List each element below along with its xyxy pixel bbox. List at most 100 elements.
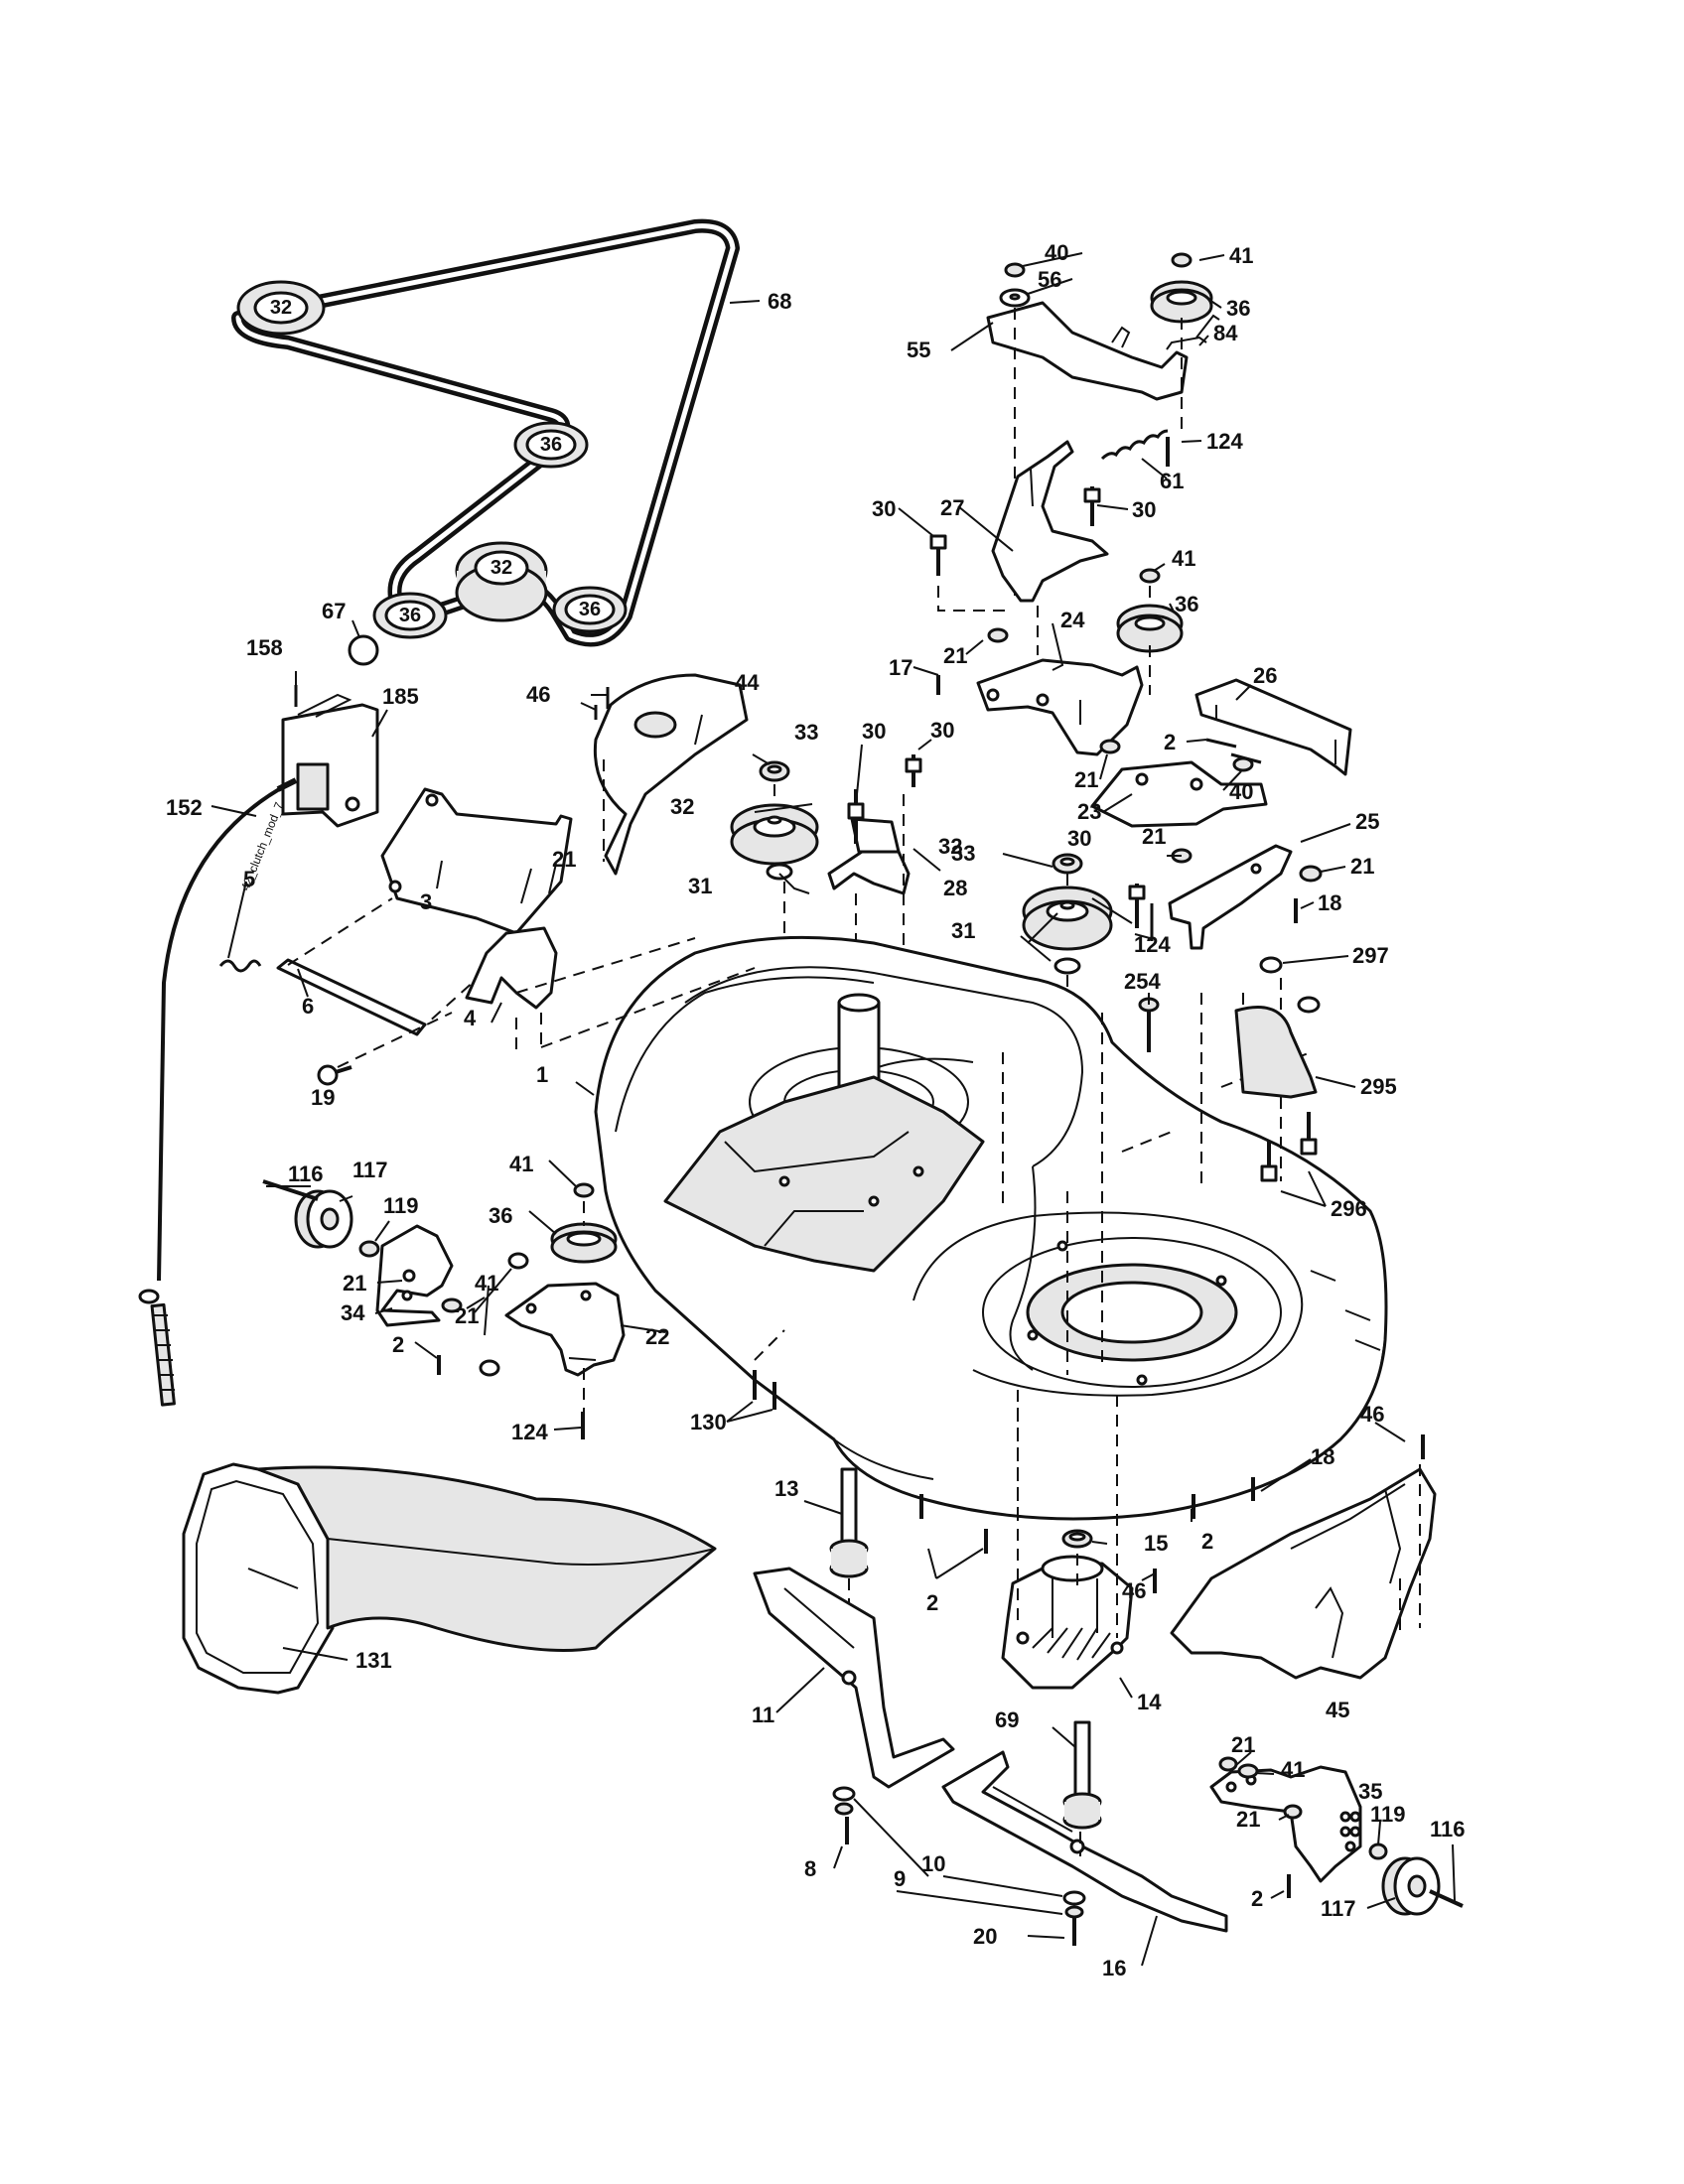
callout-21-c: 21 [1074,767,1098,792]
callout-68: 68 [768,289,791,314]
callout-34: 34 [341,1300,365,1325]
mower-deck-1 [594,935,1388,1521]
belt-pulley-36-upper: 36 [513,421,589,469]
callout-21-g: 21 [455,1303,479,1328]
callout-41-c: 41 [509,1152,533,1176]
bracket-28 [827,850,911,895]
idler-arm-55 [986,301,1189,401]
bolt-116-right [1429,1889,1464,1908]
callout-19: 19 [311,1085,335,1110]
callout-3: 3 [420,889,432,914]
callout-2-e: 2 [1251,1886,1263,1911]
rod-6 [276,958,427,1036]
callout-158: 158 [246,635,283,660]
callout-130: 130 [690,1410,727,1434]
bearing-15 [1061,1529,1093,1549]
bracket-24 [976,658,1144,756]
callout-30-b: 30 [930,718,954,743]
callout-69: 69 [995,1707,1019,1732]
bolt-116-left [262,1179,319,1201]
washer-31-left [766,863,793,881]
spring-5 [218,959,262,973]
callout-55: 55 [907,338,930,362]
callout-124-b: 124 [1206,429,1243,454]
plate-26 [1194,678,1352,776]
callout-124-c: 124 [511,1420,548,1444]
cable-end-fitting [138,1289,176,1407]
washer-56 [999,288,1031,308]
nut-41-left [441,1297,463,1313]
callout-2-b: 2 [392,1332,404,1357]
nut-297-a [1259,956,1283,974]
callout-45: 45 [1326,1698,1349,1722]
bracket-27 [991,440,1109,603]
washer-9-left [834,1802,854,1816]
ball-67 [348,634,379,666]
nut-41-deck [573,1182,595,1198]
callout-67: 67 [322,599,346,623]
callout-21-i: 21 [1236,1807,1260,1832]
spring-84 [1195,314,1220,339]
callout-22: 22 [645,1324,669,1349]
deflector-45 [1170,1467,1437,1680]
callout-119-b: 119 [1370,1802,1406,1827]
spindle-69 [1062,1720,1102,1830]
idler-pulley-32-right [1022,886,1113,951]
callout-27: 27 [940,495,964,520]
nut-21-right [1299,865,1323,883]
callout-15: 15 [1144,1531,1168,1556]
callout-20: 20 [973,1924,997,1949]
washer-21-b [1099,739,1121,754]
nut-41-mid [1139,568,1161,584]
callout-56: 56 [1038,267,1061,292]
washer-10-left [832,1786,856,1802]
callout-11: 11 [752,1703,774,1727]
idler-pulley-32-left [730,803,819,866]
callout-40-b: 40 [1229,779,1253,804]
bolt-2-b [1230,752,1262,764]
callout-14: 14 [1137,1690,1162,1714]
bracket-35 [1209,1765,1362,1883]
washer-119-right [1368,1843,1388,1860]
callout-6: 6 [302,994,314,1019]
gauge-wheel-117-left [294,1189,353,1249]
callout-18-a: 18 [1318,890,1341,915]
callout-296: 296 [1331,1196,1367,1221]
callout-131: 131 [355,1648,392,1673]
callout-17: 17 [889,655,912,680]
callout-2-d: 2 [1201,1529,1213,1554]
washer-21-left-b [479,1359,500,1377]
callout-44: 44 [735,670,760,695]
callout-9: 9 [894,1866,906,1891]
callout-117-a: 117 [352,1158,388,1182]
belt-pulley-36-left: 36 [372,592,448,639]
bracket-3 [380,787,573,935]
deflector-295 [1234,1006,1318,1099]
callout-152: 152 [166,795,203,820]
callout-36-a: 36 [1226,296,1250,321]
callout-25: 25 [1355,809,1379,834]
callout-31-a: 31 [688,874,712,898]
callout-119-a: 119 [383,1193,419,1218]
callout-116-b: 116 [1430,1817,1466,1842]
bracket-4 [465,926,558,1010]
callout-32-b: 32 [938,834,962,859]
callout-32-a: 32 [670,794,694,819]
clutch-cable-152 [157,782,289,1282]
callout-30-d: 30 [1132,497,1156,522]
callout-1: 1 [536,1062,548,1087]
callout-40-a: 40 [1045,240,1068,265]
callout-46-c: 46 [1360,1402,1384,1427]
nut-41-right-low [1237,1763,1259,1779]
spindle-housing-14 [1001,1555,1134,1690]
svg-text:36: 36 [579,599,601,620]
belt-pulley-36-right: 36 [552,586,628,633]
callout-41-d: 41 [475,1271,498,1296]
callout-labels: 68 67 158 185 152 5 6 3 21 4 19 46 44 33… [166,240,1466,1980]
callout-21-f: 21 [343,1271,366,1296]
callout-18-b: 18 [1311,1444,1334,1469]
callout-33-b: 33 [951,841,975,866]
callout-21-b: 21 [943,643,967,668]
callout-5: 5 [243,867,255,891]
svg-text:36: 36 [540,434,562,456]
